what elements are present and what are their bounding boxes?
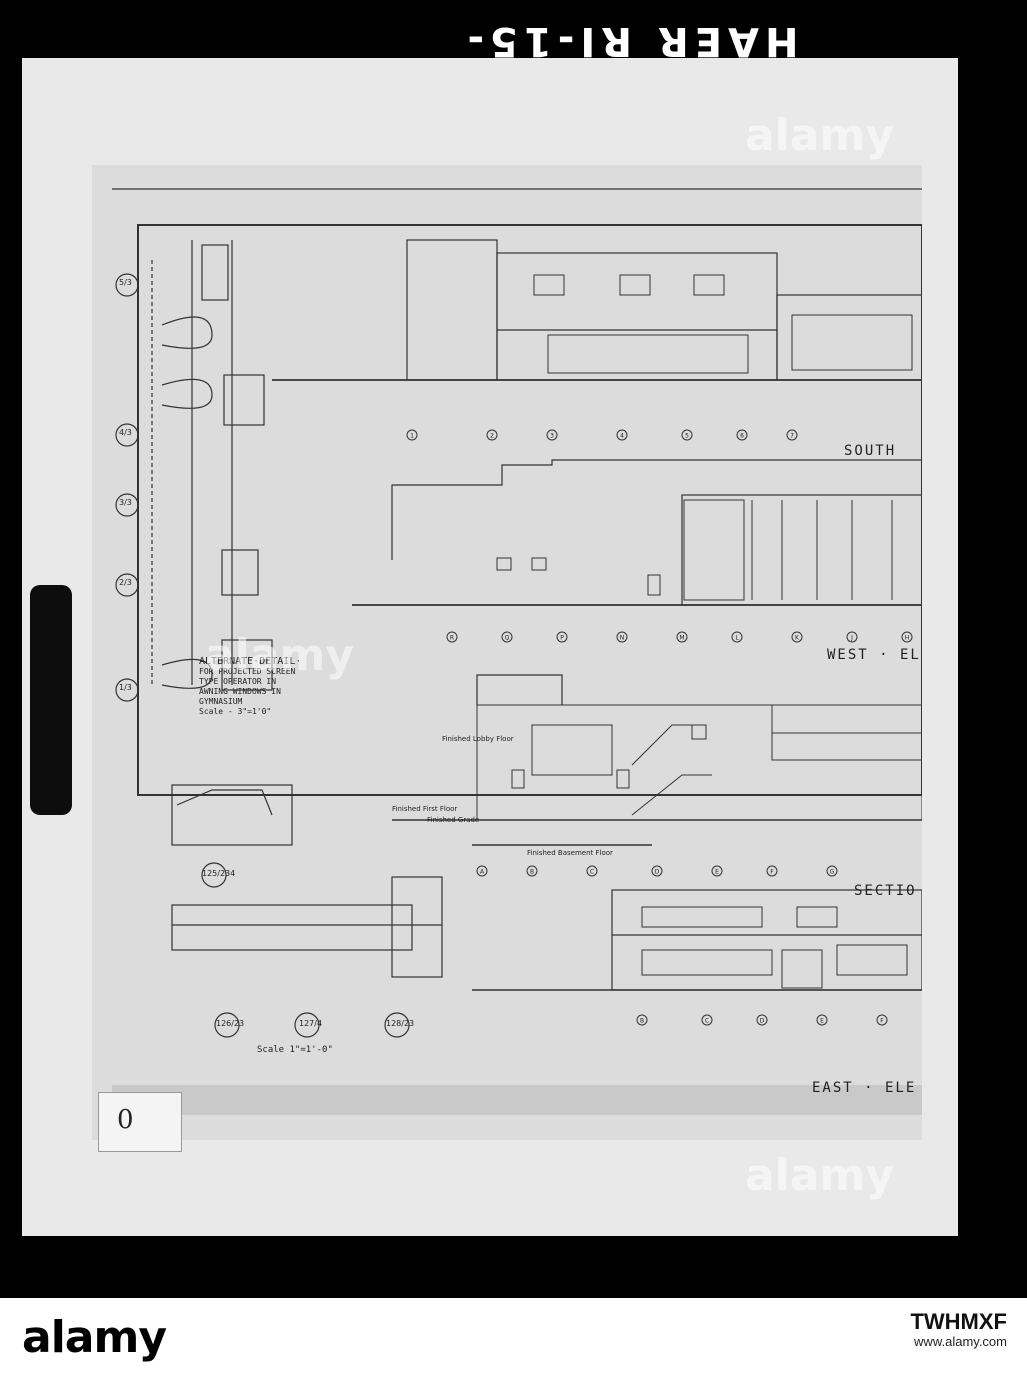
grid-label-east: F [880,1018,884,1025]
tag-number: 0 [117,1105,134,1135]
detail-line: FOR PROJECTED SCREEN [199,667,296,676]
detail-marker: 1/3 [119,683,132,692]
detail-line: AWNING WINDOWS IN [199,687,281,696]
grid-label-west: M [679,635,684,642]
section-ref: 128/23 [386,1019,415,1028]
image-id: TWHMXF [910,1309,1007,1334]
grid-label-west: R [450,635,454,642]
architectural-drawing: 1 2 3 4 5 6 7R Q P N M L K J H A B C D E F G B C D E F [112,188,922,1115]
detail-line: GYMNASIUM [199,697,243,706]
drawing-sheet [92,165,922,1140]
section-ref: 125/234 [202,869,236,878]
floor-label: Finished Grade [427,816,480,824]
grid-label-top: 3 [550,433,554,440]
grid-label-west: Q [505,635,510,642]
grid-label-west: K [795,635,800,642]
binder-clip [30,585,72,815]
south-elevation-title: SOUTH [844,443,897,459]
detail-marker: 5/3 [119,278,132,287]
east-elevation-title: EAST · ELE [812,1080,917,1096]
watermark: alamy [745,110,894,161]
grid-label-section: B [530,869,534,876]
watermark: alamy [745,1150,894,1201]
detail-scale: Scale - 3"=1'0" [199,707,272,716]
alamy-logo: alamy [22,1312,167,1363]
detail-marker: 3/3 [119,498,132,507]
floor-label: Finished Basement Floor [527,849,613,857]
grid-label-west: J [850,635,853,642]
grid-label-section: A [480,869,485,876]
grid-label-section: E [715,869,719,876]
detail-line: TYPE OPERATOR IN [199,677,277,686]
grid-label-section: G [830,869,835,876]
scale-note: Scale 1"=1'-0" [257,1045,333,1055]
watermark: alamy [205,630,354,681]
grid-label-top: 4 [620,433,624,440]
grid-label-section: C [590,869,594,876]
floor-label: Finished Lobby Floor [442,735,514,743]
section-title: SECTIO [854,883,917,899]
grid-label-section: D [655,869,660,876]
grid-label-top: 1 [410,433,414,440]
image-meta: TWHMXF www.alamy.com [910,1309,1007,1352]
grid-label-east: D [760,1018,765,1025]
detail-marker: 2/3 [119,578,132,587]
grid-label-east: C [705,1018,709,1025]
grid-label-top: 2 [490,433,494,440]
sheet-tag: 0 [98,1092,182,1152]
grid-label-top: 7 [790,433,794,440]
alternate-detail-note: ALTERNATE·DETAIL· FOR PROJECTED SCREEN T… [199,657,301,717]
section-ref: 126/23 [216,1019,245,1028]
grid-label-west: P [560,635,564,642]
footer-bar: alamy TWHMXF www.alamy.com [0,1298,1027,1390]
west-elevation-title: WEST · EL [827,647,921,663]
grid-label-west: N [620,635,625,642]
grid-label-section: F [770,869,774,876]
floor-label: Finished First Floor [392,805,458,813]
grid-label-east: E [820,1018,824,1025]
grid-label-west: H [905,635,910,642]
grid-label-east: B [640,1018,644,1025]
detail-title: ALTERNATE·DETAIL· [199,656,302,667]
site-url: www.alamy.com [914,1334,1007,1349]
section-ref: 127/4 [299,1019,323,1028]
grid-label-top: 6 [740,433,744,440]
grid-label-west: L [735,635,739,642]
grid-label-top: 5 [685,433,689,440]
detail-marker: 4/3 [119,428,132,437]
